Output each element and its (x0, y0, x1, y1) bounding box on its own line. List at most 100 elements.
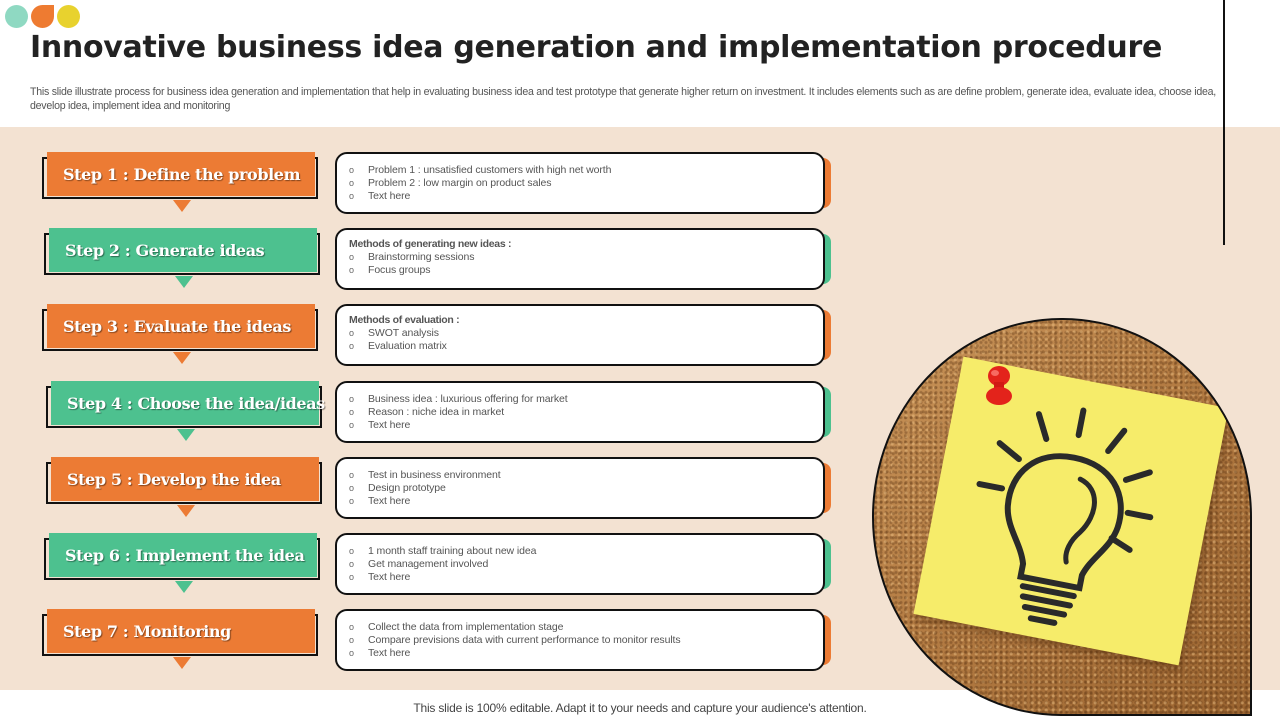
detail-card: o Problem 1 : unsatisfied customers with … (335, 152, 825, 214)
list-item: o Text here (349, 495, 811, 508)
push-pin-icon (986, 366, 1012, 405)
list-item: o Reason : niche idea in market (349, 406, 811, 419)
list-item-text: Problem 1 : unsatisfied customers with h… (368, 164, 612, 176)
lightbulb-icon (976, 407, 1154, 626)
bullet-icon: o (349, 648, 355, 658)
bullet-icon: o (349, 635, 355, 645)
detail-card: Methods of generating new ideas : o Brains… (335, 228, 825, 290)
bullet-icon: o (349, 394, 355, 404)
down-arrow-icon (173, 657, 191, 669)
list-item: o Business idea : luxurious offering for … (349, 393, 811, 406)
list-item-text: Text here (368, 495, 411, 507)
step-label: Step 1 : Define the problem (47, 152, 315, 196)
bullet-icon: o (349, 178, 355, 188)
step-7: Step 7 : Monitoring (42, 609, 320, 669)
detail-card-7: o Collect the data from implementation st… (335, 609, 831, 671)
list-item: o Text here (349, 419, 811, 432)
detail-card-2: Methods of generating new ideas : o Brains… (335, 228, 831, 290)
list-item-text: Collect the data from implementation sta… (368, 621, 564, 633)
list-item-text: Get management involved (368, 558, 489, 570)
list-item-text: Design prototype (368, 482, 446, 494)
list-item-text: Test in business environment (368, 469, 501, 481)
list-item: o SWOT analysis (349, 327, 811, 340)
decor-dots (5, 5, 80, 28)
step-label: Step 3 : Evaluate the ideas (47, 304, 315, 348)
list-item: o Brainstorming sessions (349, 251, 811, 264)
bullet-icon: o (349, 265, 355, 275)
bullet-icon: o (349, 165, 355, 175)
step-label: Step 6 : Implement the idea (49, 533, 317, 577)
bullet-icon: o (349, 622, 355, 632)
step-1: Step 1 : Define the problem (42, 152, 320, 212)
bullet-icon: o (349, 407, 355, 417)
list-item-text: Compare previsions data with current per… (368, 634, 681, 646)
step-4: Step 4 : Choose the idea/ideas (46, 381, 325, 441)
bullet-icon: o (349, 420, 355, 430)
list-item-text: Business idea : luxurious offering for m… (368, 393, 568, 405)
list-item: o Text here (349, 190, 811, 203)
detail-card: o Business idea : luxurious offering for … (335, 381, 825, 443)
page-subtitle: This slide illustrate process for busine… (30, 86, 1216, 112)
list-item-text: Brainstorming sessions (368, 251, 475, 263)
step-label: Step 5 : Develop the idea (51, 457, 319, 501)
down-arrow-icon (175, 581, 193, 593)
bullet-icon: o (349, 483, 355, 493)
cork-board-image (872, 318, 1252, 716)
card-heading: Methods of generating new ideas : (349, 238, 512, 250)
step-3: Step 3 : Evaluate the ideas (42, 304, 320, 364)
list-item: o Compare previsions data with current pe… (349, 634, 811, 647)
bullet-icon: o (349, 191, 355, 201)
step-label: Step 4 : Choose the idea/ideas (51, 381, 325, 425)
list-item: o Text here (349, 647, 811, 660)
bullet-icon: o (349, 559, 355, 569)
footer-note: This slide is 100% editable. Adapt it to… (413, 701, 867, 715)
list-item: o Design prototype (349, 482, 811, 495)
step-label: Step 7 : Monitoring (47, 609, 315, 653)
detail-card-4: o Business idea : luxurious offering for … (335, 381, 831, 443)
divider-line (1223, 0, 1225, 245)
bullet-icon: o (349, 328, 355, 338)
bullet-icon: o (349, 546, 355, 556)
bullet-icon: o (349, 470, 355, 480)
detail-card-1: o Problem 1 : unsatisfied customers with … (335, 152, 831, 214)
list-item: o Text here (349, 571, 811, 584)
list-item: o Problem 2 : low margin on product sales (349, 177, 811, 190)
list-item: o Problem 1 : unsatisfied customers with … (349, 164, 811, 177)
down-arrow-icon (177, 429, 195, 441)
bullet-icon: o (349, 341, 355, 351)
idea-photo (872, 318, 1280, 718)
list-item-text: Problem 2 : low margin on product sales (368, 177, 552, 189)
step-6: Step 6 : Implement the idea (44, 533, 322, 593)
sticky-note (913, 356, 1229, 666)
list-item: o Collect the data from implementation st… (349, 621, 811, 634)
page-title: Innovative business idea generation and … (30, 30, 1163, 65)
down-arrow-icon (177, 505, 195, 517)
step-5: Step 5 : Develop the idea (46, 457, 324, 517)
list-item-text: Text here (368, 647, 411, 659)
list-item-text: 1 month staff training about new idea (368, 545, 537, 557)
bullet-icon: o (349, 496, 355, 506)
step-2: Step 2 : Generate ideas (44, 228, 322, 288)
list-item-text: Text here (368, 571, 411, 583)
list-item-text: SWOT analysis (368, 327, 439, 339)
list-item: o Test in business environment (349, 469, 811, 482)
list-item-text: Reason : niche idea in market (368, 406, 505, 418)
down-arrow-icon (173, 200, 191, 212)
down-arrow-icon (173, 352, 191, 364)
bullet-icon: o (349, 572, 355, 582)
step-label: Step 2 : Generate ideas (49, 228, 317, 272)
yellow-dot-icon (57, 5, 80, 28)
orange-dot-icon (31, 5, 54, 28)
card-heading: Methods of evaluation : (349, 314, 460, 326)
list-item-text: Text here (368, 419, 411, 431)
teal-dot-icon (5, 5, 28, 28)
list-item-text: Text here (368, 190, 411, 202)
bullet-icon: o (349, 252, 355, 262)
